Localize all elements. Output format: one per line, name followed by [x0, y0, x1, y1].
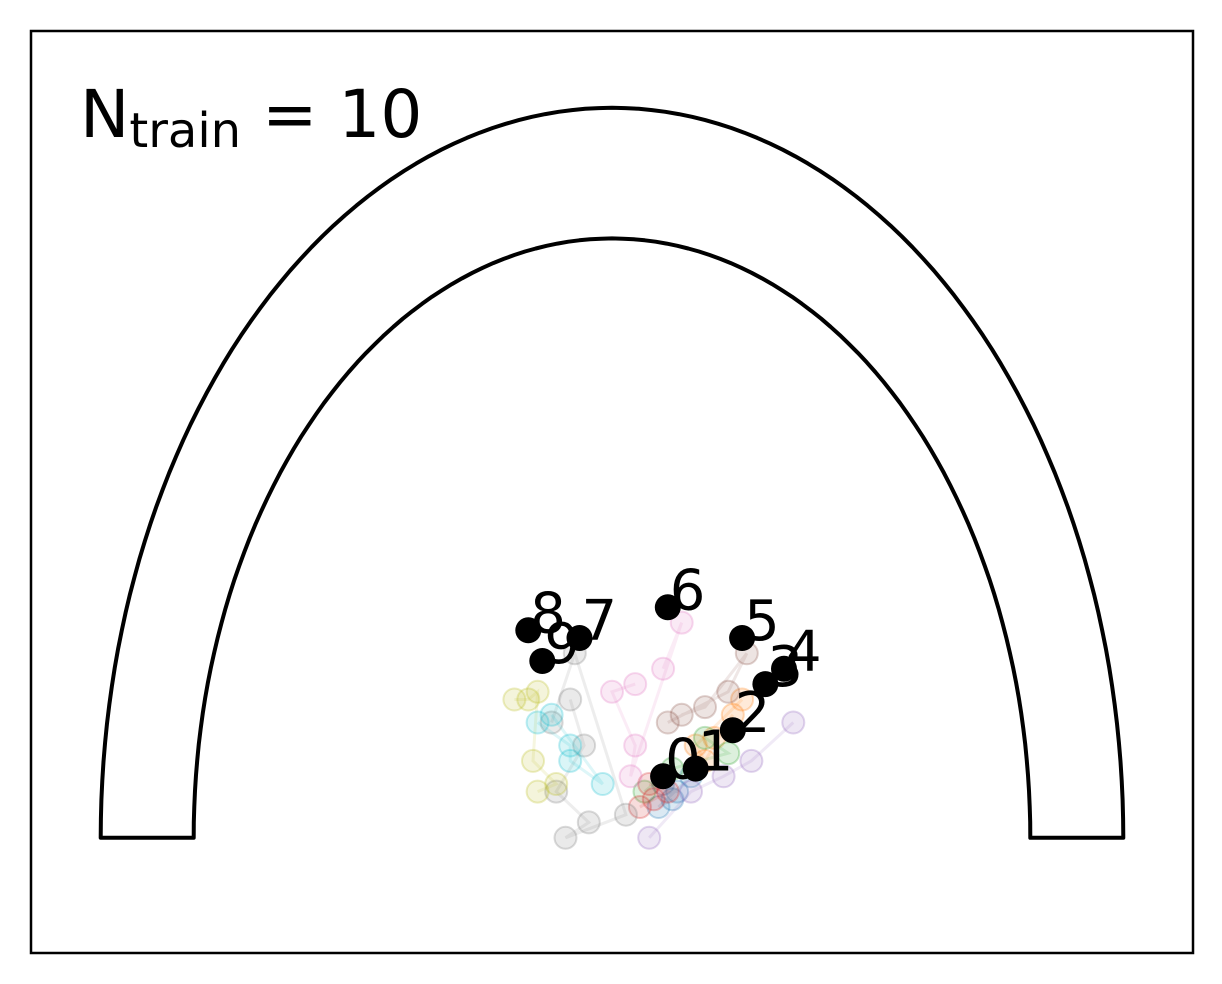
trail-line-5 — [667, 652, 749, 724]
trail-point-4-1 — [739, 748, 764, 773]
trail-point-7-7 — [539, 710, 564, 735]
trail-line-6 — [609, 622, 684, 777]
trail-point-6-1 — [600, 679, 624, 704]
arch-track-outline — [98, 105, 1126, 840]
trail-point-2-3 — [693, 725, 717, 750]
trail-point-7-4 — [553, 825, 578, 850]
trail-point-8-0 — [502, 687, 527, 712]
trail-line-7 — [550, 648, 628, 840]
agent-label-9: 9 — [544, 612, 580, 677]
trail-point-5-1 — [693, 695, 717, 720]
trail-point-4-2 — [711, 764, 736, 789]
agent-point-4 — [771, 655, 797, 682]
trail-line-8 — [514, 688, 559, 793]
agent-label-5: 5 — [744, 589, 780, 654]
trail-point-8-3 — [521, 748, 545, 773]
agent-point-9 — [529, 648, 556, 674]
trail-point-8-5 — [525, 779, 550, 804]
annotation-suffix: = 10 — [241, 76, 422, 153]
annotation-main: N — [80, 76, 129, 153]
trail-7 — [539, 641, 638, 850]
trail-point-4-0 — [781, 710, 806, 735]
trail-point-7-0 — [558, 687, 583, 712]
trail-6 — [600, 610, 694, 789]
track-layer — [98, 105, 1126, 840]
trail-8 — [502, 679, 569, 804]
trail-point-5-4 — [655, 710, 680, 735]
trail-point-3-0 — [641, 787, 666, 812]
agent-point-6 — [654, 594, 681, 621]
trail-point-3-1 — [627, 795, 652, 819]
trail-point-6-2 — [623, 733, 648, 758]
trail-point-9-3 — [590, 772, 615, 796]
trail-point-5-3 — [716, 679, 741, 704]
trail-point-6-5 — [651, 656, 676, 681]
agent-point-7 — [566, 625, 593, 651]
trail-9 — [525, 702, 615, 796]
agent-point-0 — [650, 763, 677, 790]
trail-point-9-2 — [558, 748, 583, 773]
plot-frame — [29, 29, 1195, 955]
agent-label-6: 6 — [670, 558, 706, 623]
trail-line-4 — [648, 721, 795, 839]
agent-label-7: 7 — [582, 589, 618, 654]
trail-point-6-0 — [623, 672, 648, 697]
agent-point-3 — [752, 671, 779, 698]
trail-point-8-2 — [525, 679, 550, 704]
trail-point-7-2 — [544, 779, 569, 804]
trail-point-9-0 — [525, 710, 550, 735]
point-layer: 0123456789 — [515, 558, 822, 792]
trail-point-1-4 — [730, 687, 755, 712]
agent-point-2 — [719, 717, 746, 744]
trail-point-4-4 — [637, 825, 662, 850]
trail-point-8-1 — [516, 687, 541, 712]
agent-point-5 — [729, 625, 756, 651]
trail-point-6-3 — [618, 764, 643, 789]
trail-4 — [637, 710, 806, 850]
agent-label-4: 4 — [786, 620, 822, 685]
trail-point-8-4 — [544, 772, 569, 796]
trail-line-9 — [536, 713, 604, 786]
trail-point-7-5 — [613, 802, 638, 827]
agent-point-8 — [515, 617, 542, 644]
trail-point-0-1 — [646, 795, 671, 819]
agent-label-8: 8 — [530, 581, 566, 646]
trail-point-9-4 — [539, 702, 564, 727]
trail-point-7-3 — [576, 810, 601, 835]
training-size-annotation: Ntrain = 10 — [80, 76, 422, 159]
trail-point-0-0 — [660, 787, 685, 812]
trail-point-2-0 — [632, 779, 657, 804]
trail-point-7-1 — [572, 733, 597, 758]
agent-point-1 — [682, 755, 709, 782]
trail-point-5-0 — [669, 702, 694, 727]
annotation-subscript: train — [129, 103, 241, 159]
trail-point-9-1 — [558, 733, 583, 758]
